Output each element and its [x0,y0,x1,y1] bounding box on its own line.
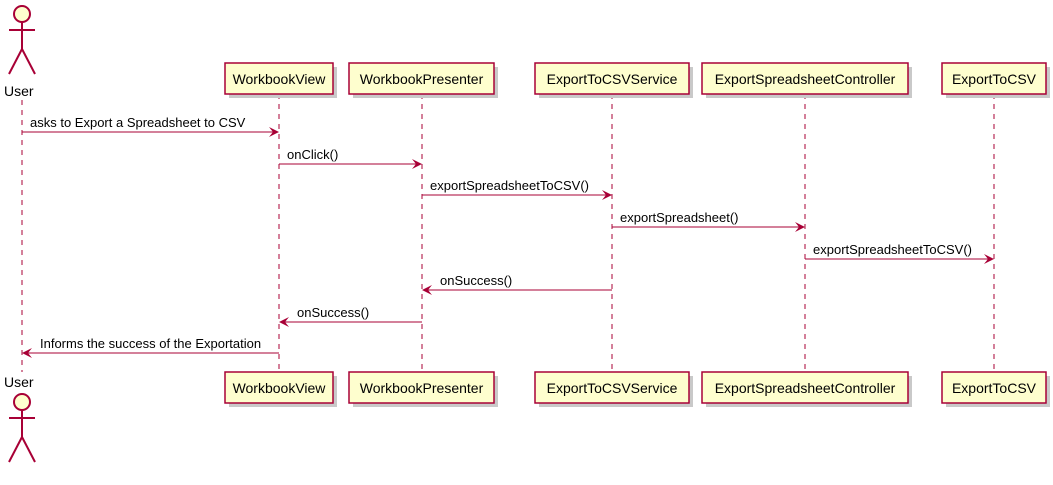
participant-label: WorkbookView [233,71,327,87]
participant-label: ExportToCSVService [547,380,678,396]
participant-label: ExportToCSV [952,380,1037,396]
stick-figure-actor-icon [8,393,36,463]
message-label: asks to Export a Spreadsheet to CSV [30,115,246,130]
participant-row-bottom: WorkbookView WorkbookPresenter ExportToC… [224,371,1050,407]
message-label: Informs the success of the Exportation [40,336,261,351]
participant-export-spreadsheet-controller: ExportSpreadsheetController [701,62,912,98]
participant-label: WorkbookPresenter [360,380,484,396]
participant-label: ExportSpreadsheetController [715,380,896,396]
message-label: exportSpreadsheet() [620,210,739,225]
participant-export-to-csv-service: ExportToCSVService [534,62,693,98]
participant-label: ExportToCSVService [547,71,678,87]
message-label: onSuccess() [440,273,512,288]
message: onSuccess() [279,305,422,327]
message-label: onSuccess() [297,305,369,320]
participant-row-top: WorkbookView WorkbookPresenter ExportToC… [224,62,1050,98]
message-label: onClick() [287,147,338,162]
participant-label: WorkbookView [233,380,327,396]
message: onClick() [279,147,422,169]
message: exportSpreadsheetToCSV() [422,178,612,200]
message-label: exportSpreadsheetToCSV() [430,178,589,193]
participant-workbook-presenter: WorkbookPresenter [348,371,498,407]
stick-figure-actor-icon [8,5,36,75]
participant-export-spreadsheet-controller: ExportSpreadsheetController [701,371,912,407]
participant-export-to-csv: ExportToCSV [941,371,1050,407]
actor-label: User [4,83,34,99]
participant-workbook-view: WorkbookView [224,62,337,98]
participant-export-to-csv-service: ExportToCSVService [534,371,693,407]
message: onSuccess() [422,273,612,295]
message: exportSpreadsheet() [612,210,805,232]
lifelines [21,94,995,372]
message: Informs the success of the Exportation [22,336,279,358]
message: asks to Export a Spreadsheet to CSV [22,115,279,137]
participant-label: ExportToCSV [952,71,1037,87]
participant-export-to-csv: ExportToCSV [941,62,1050,98]
message: exportSpreadsheetToCSV() [805,242,994,264]
messages: asks to Export a Spreadsheet to CSV onCli… [22,115,994,358]
actor-top: User [4,5,36,99]
participant-label: WorkbookPresenter [360,71,484,87]
participant-label: ExportSpreadsheetController [715,71,896,87]
message-label: exportSpreadsheetToCSV() [813,242,972,257]
participant-workbook-view: WorkbookView [224,371,337,407]
participant-workbook-presenter: WorkbookPresenter [348,62,498,98]
actor-bottom: User [4,374,36,463]
actor-label: User [4,374,34,390]
